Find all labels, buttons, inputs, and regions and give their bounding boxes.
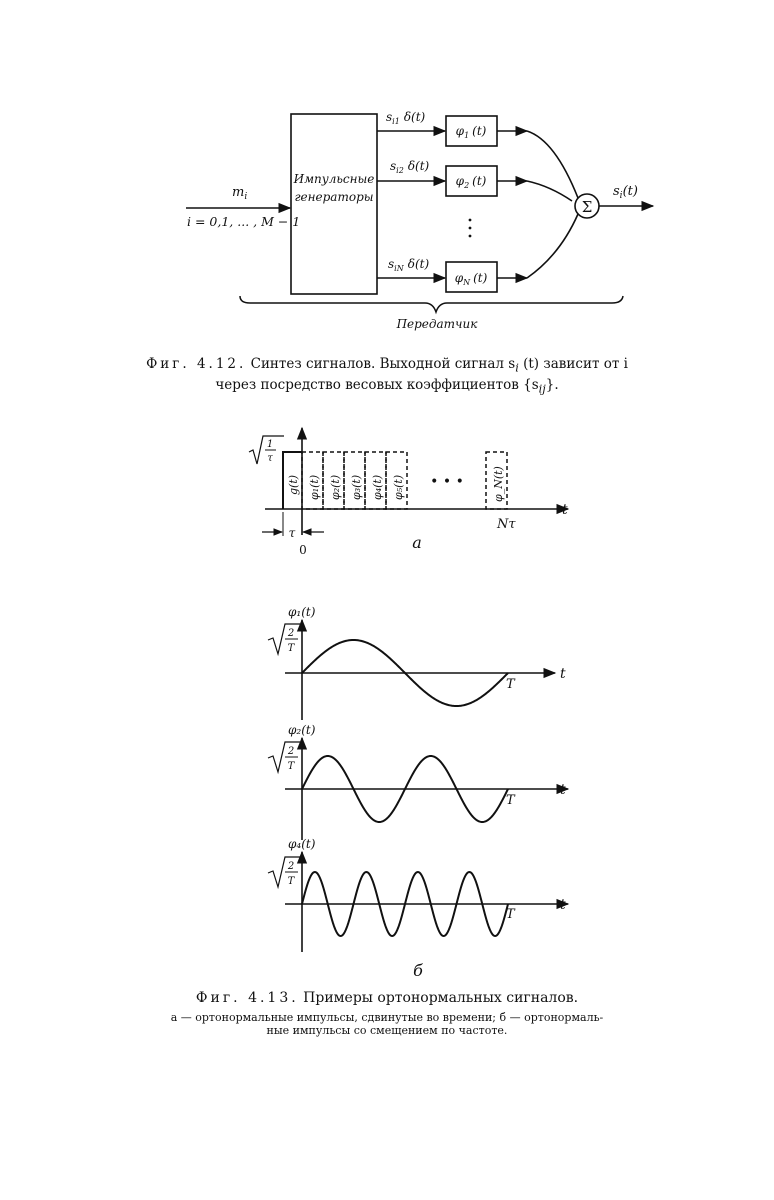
ntau-label: Nτ [496, 517, 516, 532]
plot-2-t-label: t [560, 782, 566, 798]
sinusoid-plot-1: φ₁(t) t T 2 T [267, 605, 566, 720]
fig-4-13b-sinusoids: φ₁(t) t T 2 T φ₂(t) t T 2 T [267, 605, 570, 980]
dashed-pulses [301, 451, 508, 510]
pulse-generators-box [290, 113, 378, 295]
transmitter-label: Передатчик [396, 317, 479, 331]
filter-n-label: φN(t) [455, 271, 488, 287]
pulse-ellipsis: • • • [430, 474, 464, 490]
filter-1-label: φ1(t) [456, 124, 487, 140]
pulse-phiN [485, 451, 508, 510]
input-m-label: mi [232, 185, 247, 202]
plot-3-t-label: t [560, 897, 566, 913]
plot-3-period-label: T [506, 907, 516, 922]
generator-label-line2: генераторы [294, 190, 373, 204]
zero-label: 0 [299, 543, 307, 557]
svg-text:2: 2 [287, 861, 294, 872]
svg-text:T: T [288, 643, 296, 654]
caption-4-12-line1: Синтез сигналов. Выходной сигнал si (t) … [250, 356, 628, 375]
panel-a-label: а [412, 533, 422, 552]
fig-4-13a-pulses: t 1 τ g(t) φ₁(t) φ₂(t) φ₃(t) φ₄(t) φ₅(t)… [248, 426, 570, 557]
fig-4-12-diagram: mi i = 0,1, ... , M − 1 Импульсные генер… [186, 110, 655, 331]
plot-1-ylabel: φ₁(t) [288, 605, 316, 619]
caption-fig-4-13-details: а — ортонормальные импульсы, сдвинутые в… [0, 1011, 774, 1037]
filter-2-label: φ2(t) [456, 174, 487, 190]
plot-3-amplitude: 2 T [267, 856, 300, 890]
svg-text:T: T [288, 761, 296, 772]
branch-n-to-sum [526, 213, 579, 279]
branch-2-to-sum [526, 180, 573, 202]
pulse-phiN-label: φ_N(t) [492, 466, 505, 502]
svg-text:T: T [288, 876, 296, 887]
caption-4-13-line2: а — ортонормальные импульсы, сдвинутые в… [170, 1011, 604, 1024]
svg-text:2: 2 [287, 628, 294, 639]
pulse-g-label: g(t) [287, 475, 300, 495]
panel-b-label: б [413, 961, 423, 980]
pulse-phi2-label: φ₂(t) [329, 475, 342, 500]
caption-4-12-line2: через посредство весовых коэффициентов {… [215, 376, 559, 396]
pulse-phi5-label: φ₅(t) [392, 475, 405, 500]
generator-label-line1: Импульсные [293, 172, 375, 186]
sinusoid-wave-2 [301, 754, 509, 824]
sinusoid-plot-3: φ₄(t) t T 2 T [267, 837, 570, 952]
pulse-phi4-label: φ₄(t) [371, 475, 384, 500]
plot-3-ylabel: φ₄(t) [288, 837, 316, 851]
transmitter-brace [239, 295, 624, 315]
plot-1-t-label: t [560, 666, 566, 682]
plot-1-period-label: T [506, 677, 516, 692]
sum-symbol: Σ [582, 198, 593, 216]
caption-4-12-label: Фиг. 4.12. [146, 356, 247, 372]
plot-2-amplitude: 2 T [267, 741, 300, 775]
branch-1-to-sum [526, 130, 579, 199]
tau-label: τ [289, 526, 296, 540]
pulse-phi3-label: φ₃(t) [350, 475, 363, 500]
sinusoid-wave-1 [301, 638, 509, 708]
vertical-ellipsis [468, 218, 472, 238]
caption-fig-4-13: Фиг. 4.13. Примеры ортонормальных сигнал… [0, 990, 774, 1007]
filter-n-box [445, 261, 498, 293]
pulse-phi5 [385, 451, 408, 510]
input-range-label: i = 0,1, ... , M − 1 [187, 214, 300, 229]
sinusoid-plot-2: φ₂(t) t T 2 T [267, 723, 570, 840]
plot-2-period-label: T [506, 793, 516, 808]
svg-text:1: 1 [267, 439, 273, 450]
svg-text:τ: τ [267, 453, 273, 464]
output-label: si(t) [613, 184, 638, 201]
caption-fig-4-12: Фиг. 4.12. Синтез сигналов. Выходной сиг… [0, 356, 774, 397]
amplitude-label-a: 1 τ [248, 435, 284, 465]
pulse-phi1-label: φ₁(t) [308, 475, 321, 500]
plot-1-amplitude: 2 T [267, 623, 300, 657]
caption-4-13-title: Примеры ортонормальных сигналов. [303, 990, 579, 1006]
plot-2-ylabel: φ₂(t) [288, 723, 316, 737]
sinusoid-wave-3 [301, 870, 509, 938]
caption-4-13-line3: ные импульсы со смещением по частоте. [266, 1024, 508, 1037]
t-axis-a-label: t [562, 502, 568, 518]
caption-4-13-label: Фиг. 4.13. [195, 990, 299, 1006]
svg-text:2: 2 [287, 746, 294, 757]
